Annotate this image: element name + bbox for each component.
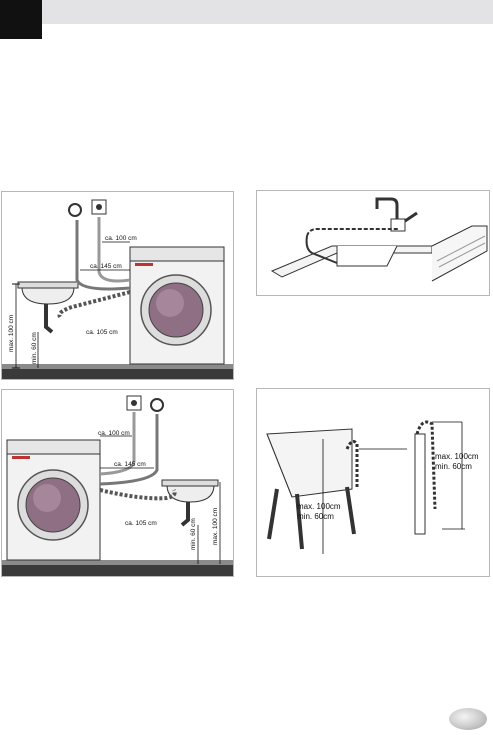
header-bar — [0, 0, 493, 24]
dim-label-d: min. 60 cm — [190, 518, 197, 550]
dim-label-d: min. 60 cm — [31, 332, 38, 364]
dim-label-b: ca. 145 cm — [90, 263, 122, 270]
washing-machine-drain-illustration-1: ca. 100 cm ca. 145 cm max. 100 cm min. 6… — [2, 199, 233, 379]
dim-label-c: ca. 105 cm — [125, 520, 157, 527]
tub-standpipe-illustration: max. 100cm min. 60cm max. 100cm min. 60c… — [266, 420, 479, 554]
page-number-oval — [449, 708, 487, 730]
diagram-drain-to-sink-right: ca. 100 cm ca. 145 cm ca. 105 cm min. 60… — [1, 389, 234, 577]
header-tab — [0, 0, 42, 39]
dim-label-a: ca. 100 cm — [98, 430, 130, 437]
pipe-label-min: min. 60cm — [435, 462, 472, 471]
washing-machine-drain-illustration-2: ca. 100 cm ca. 145 cm ca. 105 cm min. 60… — [2, 395, 233, 576]
pipe-label-max: max. 100cm — [435, 452, 479, 461]
sink-faucet-illustration — [270, 197, 488, 282]
tub-label-min: min. 60cm — [297, 512, 334, 521]
diagram-drain-to-sink-left: ca. 100 cm ca. 145 cm max. 100 cm min. 6… — [1, 191, 234, 380]
dim-label-b: ca. 145 cm — [114, 461, 146, 468]
diagram-tub-and-standpipe: max. 100cm min. 60cm max. 100cm min. 60c… — [256, 388, 490, 577]
tub-label-max: max. 100cm — [297, 502, 341, 511]
dim-label-c: max. 100 cm — [8, 315, 15, 352]
dim-label-a: ca. 100 cm — [105, 235, 137, 242]
diagram-hose-on-sink — [256, 190, 490, 296]
dim-label-e: ca. 105 cm — [86, 329, 118, 336]
dim-label-e: max. 100 cm — [212, 508, 219, 545]
